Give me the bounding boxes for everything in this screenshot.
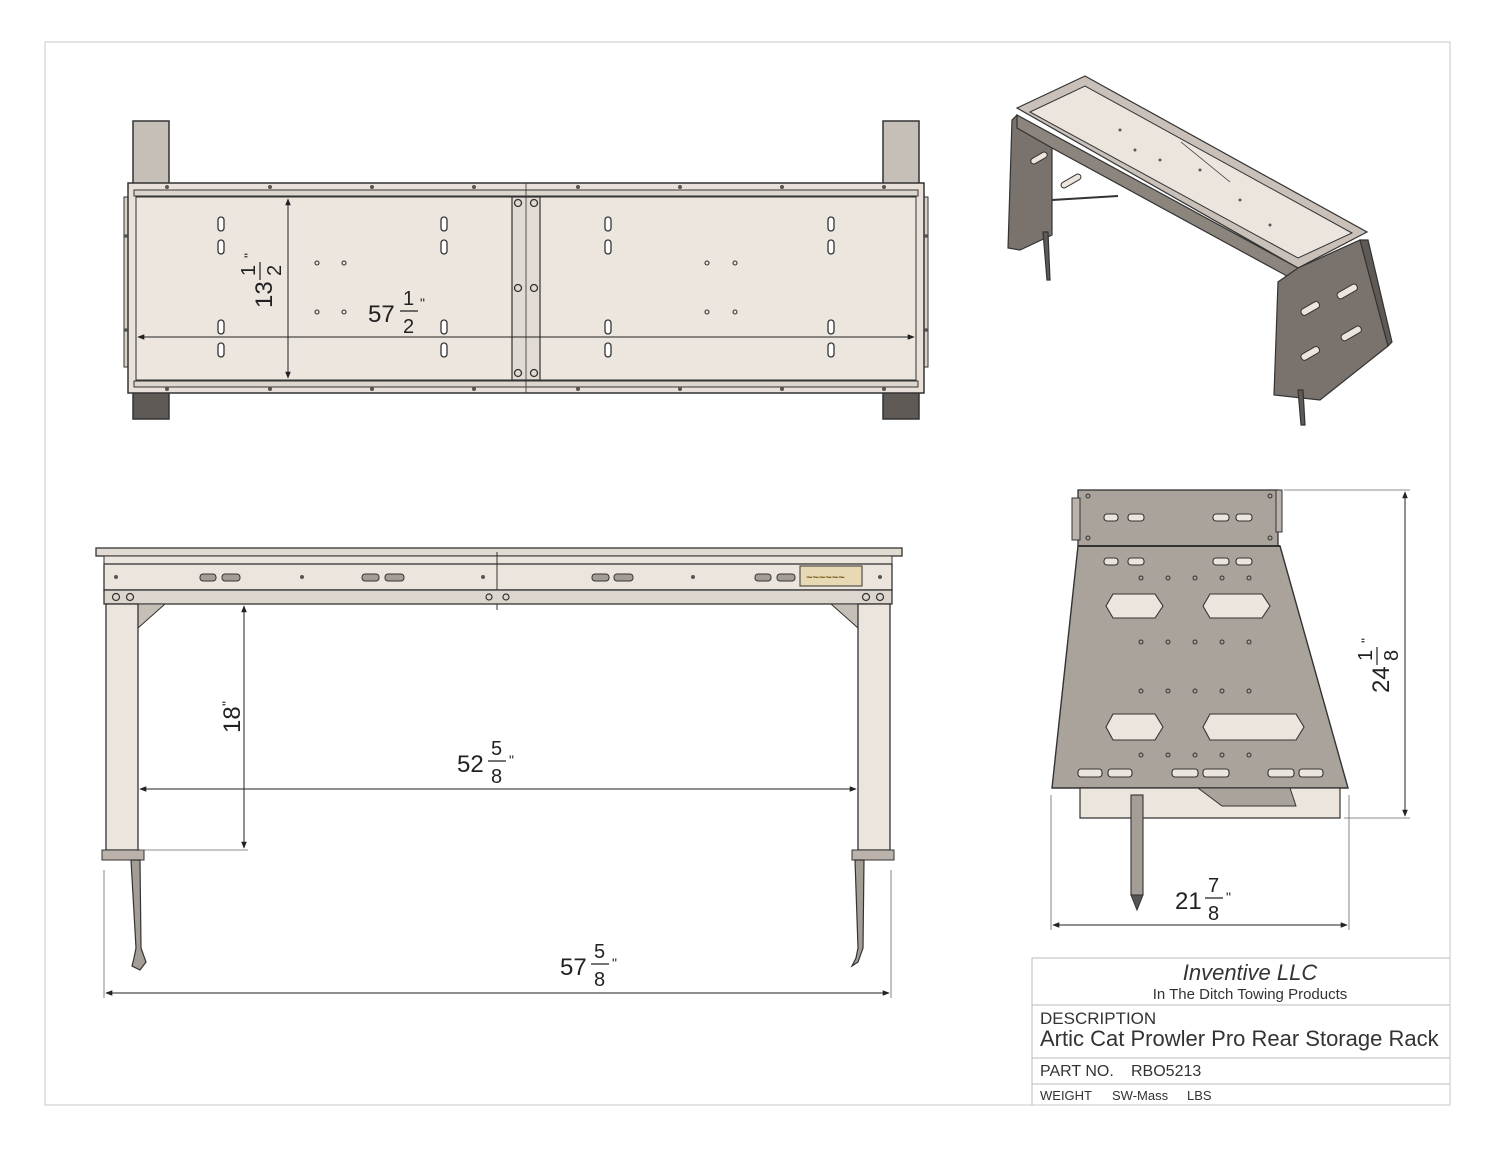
front-overall-num: 5 [594, 941, 605, 963]
front-leg-right [857, 603, 891, 851]
top-foot-right [882, 389, 920, 420]
side-height-unit: " [1358, 638, 1374, 643]
side-hook [1130, 794, 1144, 896]
side-view: 24 1 8 " 21 7 8 " [1050, 489, 1410, 930]
top-view: 57 1 2 " 13 1 2 " [123, 120, 929, 420]
front-leg-left [105, 603, 139, 851]
front-logo-plate [799, 565, 863, 587]
front-overall-whole: 57 [560, 954, 587, 981]
front-height-unit: " [219, 701, 235, 706]
front-hook-right [850, 859, 865, 968]
side-depth-unit: " [1226, 889, 1231, 905]
company-name: Inventive LLC [1183, 960, 1318, 985]
front-height-whole: 18 [219, 706, 246, 733]
description-value: Artic Cat Prowler Pro Rear Storage Rack [1040, 1026, 1440, 1051]
side-height-den: 8 [1381, 650, 1403, 661]
front-inner-whole: 52 [457, 751, 484, 778]
front-inner-unit: " [509, 752, 514, 768]
company-tagline: In The Ditch Towing Products [1153, 986, 1348, 1003]
part-no-value: RBO5213 [1131, 1063, 1201, 1080]
top-length-unit: " [420, 295, 425, 311]
top-post-left [132, 120, 170, 185]
front-hook-left [130, 859, 147, 971]
side-depth-den: 8 [1208, 903, 1219, 925]
description-label: DESCRIPTION [1040, 1009, 1156, 1028]
weight-unit: LBS [1187, 1088, 1212, 1103]
top-post-right [882, 120, 920, 185]
part-no-label: PART NO. [1040, 1063, 1114, 1080]
front-overall-unit: " [612, 955, 617, 971]
front-view: ~~~~~~ 18 " 52 5 [95, 547, 903, 998]
top-width-den: 2 [264, 265, 286, 276]
top-length-num: 1 [403, 288, 414, 310]
top-width-num: 1 [238, 265, 260, 276]
side-plate [1051, 545, 1349, 789]
side-depth-num: 7 [1208, 875, 1219, 897]
isometric-view [1007, 75, 1393, 426]
sheet-border [44, 41, 1451, 1106]
title-block: Inventive LLC In The Ditch Towing Produc… [1031, 957, 1450, 1105]
top-foot-left [132, 389, 170, 420]
side-height-num: 1 [1355, 650, 1377, 661]
svg-text:~~~~~~: ~~~~~~ [806, 572, 845, 584]
top-length-whole: 57 [368, 301, 395, 328]
top-width-whole: 13 [251, 281, 278, 308]
weight-label: WEIGHT [1040, 1088, 1092, 1103]
top-width-unit: " [241, 253, 257, 258]
side-height-whole: 24 [1368, 666, 1395, 693]
front-top-rail [95, 547, 903, 557]
front-overall-den: 8 [594, 969, 605, 991]
top-length-den: 2 [403, 316, 414, 338]
front-inner-num: 5 [491, 738, 502, 760]
weight-value: SW-Mass [1112, 1088, 1169, 1103]
side-depth-whole: 21 [1175, 888, 1202, 915]
front-inner-den: 8 [491, 766, 502, 788]
